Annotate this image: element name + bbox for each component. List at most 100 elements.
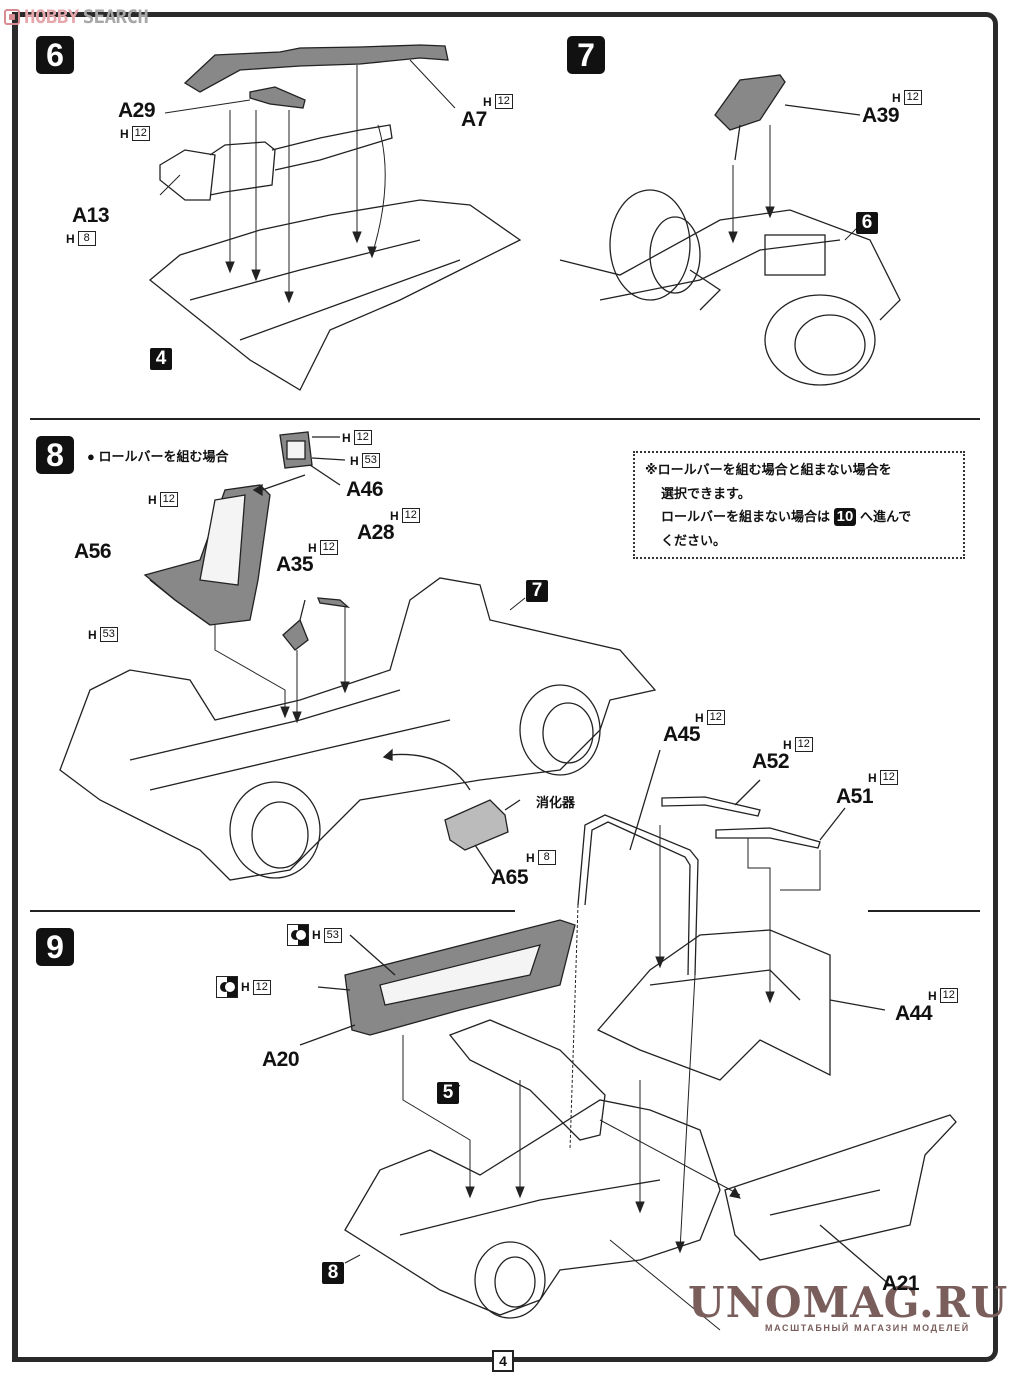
part-label-a20: A20: [262, 1048, 300, 1071]
rollbar-option-note: ※ロールバーを組む場合と組まない場合を 選択できます。 ロールバーを組まない場合…: [633, 451, 965, 559]
paint-number: 12: [879, 770, 898, 785]
step8-part-a28: [317, 597, 351, 608]
paint-brand: H: [120, 126, 129, 141]
paint-number: 12: [494, 94, 513, 109]
step8-seat-a56: [143, 484, 271, 626]
note-line-3: ロールバーを組まない場合は 10 へ進んで: [645, 505, 953, 529]
step8-bars-a52-a51: [661, 779, 846, 849]
step8-headrest-a46: [252, 431, 346, 497]
step6-transmission-a13: [159, 124, 393, 201]
paint-brand: H: [88, 627, 97, 642]
ref-step-7-badge: 7: [526, 580, 548, 602]
step8-extinguisher-a65: [382, 748, 521, 876]
step6-exhaust-pipe-a7: [183, 44, 449, 93]
ref-step-4-badge: 4: [150, 348, 172, 370]
hobby-search-logo-icon: [4, 9, 20, 25]
paint-number: 12: [903, 90, 922, 105]
watermark-hobby: HOBBY: [24, 6, 79, 28]
two-tone-color-icon: [216, 976, 238, 998]
paint-brand: H: [483, 94, 492, 109]
paint-brand: H: [695, 710, 704, 725]
step9-console-part5: [448, 1019, 606, 1141]
paint-brand: H: [350, 453, 359, 468]
paint-brand: H: [66, 231, 75, 246]
paint-number: 12: [706, 710, 725, 725]
step-8-badge: 8: [36, 436, 74, 474]
paint-number: 53: [361, 453, 380, 468]
part-label-a13: A13: [72, 204, 110, 227]
two-tone-color-icon: [287, 924, 309, 946]
paint-brand: H: [390, 508, 399, 523]
paint-number: 12: [252, 979, 271, 995]
paint-brand: H: [868, 770, 877, 785]
step-6-badge: 6: [36, 36, 74, 74]
step8-chassis: [59, 577, 657, 881]
paint-brand: H: [526, 850, 535, 865]
part-label-a39: A39: [862, 104, 900, 127]
step6-part-a29: [249, 86, 306, 109]
paint-number: 8: [537, 850, 556, 865]
step-9-badge: 9: [36, 928, 74, 966]
step9-door-panel-a20: [299, 919, 576, 1046]
paint-number: 12: [159, 492, 178, 507]
paint-brand: H: [312, 928, 321, 942]
part-label-a65: A65: [491, 866, 529, 889]
paint-number: 12: [401, 508, 420, 523]
step-10-ref-badge: 10: [833, 508, 857, 526]
paint-brand: H: [783, 737, 792, 752]
paint-number: 53: [323, 927, 342, 943]
paint-brand: H: [928, 988, 937, 1003]
note-line-3-suffix: へ進んで: [859, 509, 912, 524]
unomag-watermark: UNOMAG.RU: [688, 1278, 1009, 1327]
part-label-a21: A21: [882, 1272, 920, 1295]
page-number: 4: [492, 1350, 514, 1372]
part-label-a29: A29: [118, 99, 156, 122]
paint-number: 12: [131, 126, 150, 141]
step7-chassis-rear: [559, 189, 901, 386]
part-label-a45: A45: [663, 723, 701, 746]
step-8-subtitle: ● ロールバーを組む場合: [87, 449, 229, 464]
note-line-1: ※ロールバーを組む場合と組まない場合を: [645, 462, 892, 477]
step9-arrows: [344, 825, 821, 1331]
step8-rollbar-a45: [577, 749, 699, 976]
step9-side-panel-a21: [724, 1114, 957, 1286]
ref-step-6-badge: 6: [856, 212, 878, 234]
step-7-badge: 7: [567, 36, 605, 74]
ref-step-5-badge: 5: [437, 1082, 459, 1104]
step6-floor-pan: [148, 199, 522, 391]
paint-brand: H: [308, 540, 317, 555]
paint-brand: H: [892, 90, 901, 105]
unomag-tagline: МАСШТАБНЫЙ МАГАЗИН МОДЕЛЕЙ: [765, 1323, 970, 1333]
watermark-search: SEARCH: [82, 6, 149, 28]
step9-rear-panel-a44: [596, 929, 886, 1081]
divider-row2-right: [868, 910, 980, 912]
divider-row1: [30, 418, 980, 420]
part-label-a51: A51: [836, 785, 874, 808]
part-label-a46: A46: [346, 478, 384, 501]
part-label-a28: A28: [357, 521, 395, 544]
part-label-a44: A44: [895, 1002, 933, 1025]
step9-chassis: [344, 1099, 721, 1319]
note-line-4: ください。: [661, 532, 727, 548]
step6-arrows: [159, 59, 456, 304]
extinguisher-label: 消化器: [536, 795, 576, 810]
note-line-2: 選択できます。: [661, 485, 751, 501]
paint-brand: H: [148, 492, 157, 507]
paint-number: 12: [794, 737, 813, 752]
paint-number: 12: [353, 430, 372, 445]
